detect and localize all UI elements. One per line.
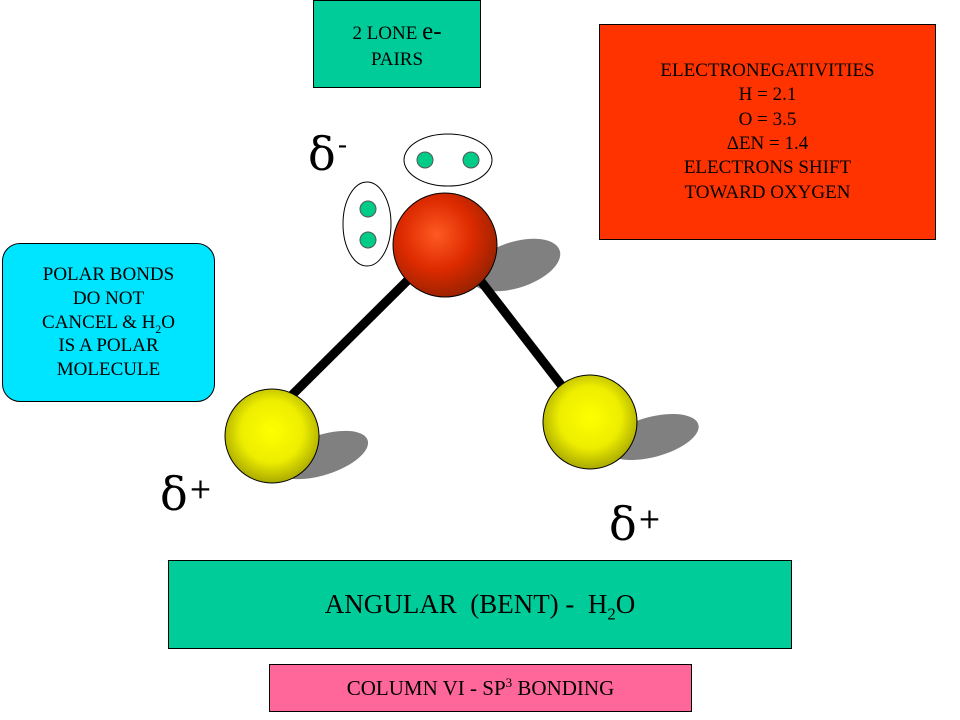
partial-charge-hydrogen-right: δ+: [609, 497, 661, 551]
charge-sign: -: [338, 128, 347, 161]
molecular-shape-box: ANGULAR (BENT) - H2O: [168, 560, 792, 649]
lone-pairs-electron: e-: [422, 17, 442, 45]
partial-charge-hydrogen-left: δ+: [160, 467, 212, 521]
en-line-2: H = 2.1: [738, 84, 797, 106]
shape-text-a: ANGULAR (BENT) - H: [324, 589, 608, 620]
delta-symbol: δ: [160, 467, 188, 521]
polar-line-1: POLAR BONDS: [42, 263, 175, 285]
lone-pairs-prefix: 2 LONE: [352, 22, 423, 44]
electronegativity-box: ELECTRONEGATIVITIES H = 2.1 O = 3.5 ΔEN …: [599, 24, 936, 240]
en-line-1: ELECTRONEGATIVITIES: [660, 60, 875, 82]
en-line-3: O = 3.5: [738, 108, 797, 130]
electron-icon: [359, 231, 377, 249]
column-text-a: COLUMN VI - SP: [346, 675, 506, 700]
column-bonding-label: COLUMN VI - SP3 BONDING: [347, 675, 614, 702]
column-text-sup: 3: [505, 674, 513, 690]
polar-line-5: MOLECULE: [56, 359, 161, 381]
bond-right: [476, 277, 566, 389]
hydrogen-atom-right: [542, 374, 638, 470]
lone-pair-left-orbital: [342, 181, 392, 267]
electron-icon: [416, 151, 434, 169]
polar-bonds-box: POLAR BONDS DO NOT CANCEL & H2O IS A POL…: [2, 243, 215, 402]
lone-pairs-line1: 2 LONE e-: [352, 16, 441, 48]
lone-pair-left: [342, 181, 392, 267]
shape-text-b: O: [615, 589, 636, 620]
en-line-5: ELECTRONS SHIFT: [683, 157, 852, 179]
lone-pair-top-orbital: [403, 133, 493, 187]
lone-pairs-box: 2 LONE e- PAIRS: [313, 0, 481, 88]
delta-symbol: δ: [308, 127, 336, 181]
oxygen-atom: [392, 192, 498, 298]
en-line-6: TOWARD OXYGEN: [684, 181, 851, 203]
bond-left: [285, 274, 414, 402]
charge-sign: +: [638, 502, 661, 535]
electron-icon: [462, 151, 480, 169]
polar-line-2: DO NOT: [72, 287, 145, 309]
shape-text-sub: 2: [607, 604, 616, 624]
polar-line-3-b: O: [161, 311, 175, 333]
electron-icon: [359, 200, 377, 218]
molecular-shape-label: ANGULAR (BENT) - H2O: [325, 587, 636, 622]
delta-symbol: δ: [609, 497, 637, 551]
lone-pairs-line2: PAIRS: [370, 48, 424, 70]
partial-charge-oxygen: δ-: [308, 127, 347, 181]
column-text-b: BONDING: [512, 675, 615, 700]
polar-line-3: CANCEL & H2O: [42, 311, 175, 335]
charge-sign: +: [189, 472, 212, 505]
polar-line-4: IS A POLAR: [58, 335, 159, 357]
lone-pair-top: [403, 133, 493, 187]
polar-line-3-sub: 2: [155, 322, 162, 336]
hydrogen-atom-left: [224, 388, 320, 484]
polar-line-3-a: CANCEL & H: [42, 311, 156, 333]
column-bonding-box: COLUMN VI - SP3 BONDING: [269, 664, 692, 712]
en-line-4: ΔEN = 1.4: [726, 133, 809, 154]
